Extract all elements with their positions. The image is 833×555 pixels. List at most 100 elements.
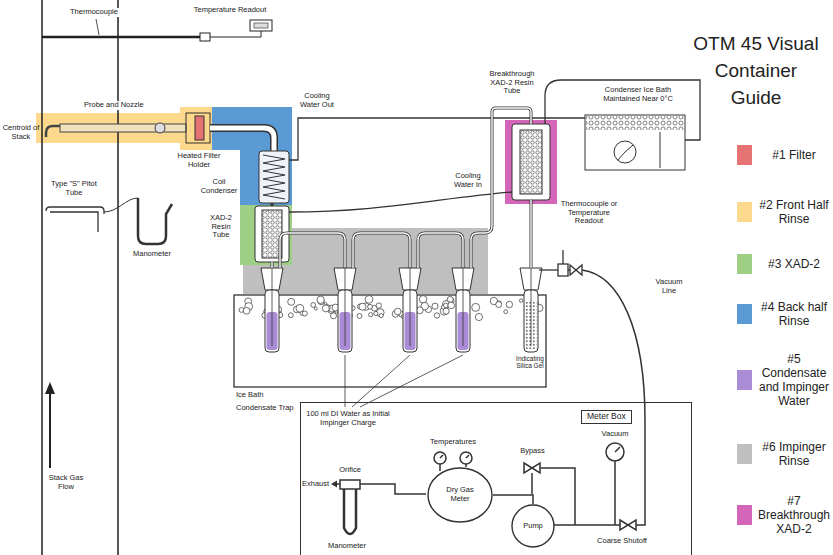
ice-bubble — [394, 308, 401, 315]
heated-filter-holder — [195, 116, 204, 140]
condenser-ice-bath — [660, 132, 661, 168]
probe-and-nozzle — [46, 123, 186, 137]
meter-box: Meter BoxDry Gas MeterPump — [300, 402, 692, 555]
ice-bubble — [359, 303, 366, 310]
ice-bubble — [379, 314, 383, 318]
glass-tube — [530, 200, 533, 268]
legend-swatch — [737, 444, 752, 464]
ice-bubble — [311, 303, 316, 308]
manometer-symbol — [104, 198, 138, 212]
impinger-stem — [531, 268, 532, 346]
ice-bubble — [506, 301, 512, 307]
ice-bubble — [419, 296, 427, 304]
legend-swatch — [737, 505, 752, 525]
flow-arrow — [45, 382, 55, 394]
stack-wall — [117, 0, 119, 555]
condenser-ice-bath — [586, 116, 684, 130]
ice-bubble — [368, 304, 373, 309]
part-label: Vacuum Line — [652, 278, 686, 295]
part-label: Type "S" Pitot Tube — [46, 180, 102, 197]
leader-line — [360, 355, 463, 407]
cooling-water-line — [289, 192, 512, 212]
part-label: Probe and Nozzle — [84, 101, 150, 110]
legend-swatch — [737, 304, 752, 324]
node-label: Dry Gas Meter — [439, 486, 481, 503]
coil-condenser — [259, 151, 289, 203]
part-label: Temperature Readout — [188, 6, 272, 15]
part-label: 100 ml DI Water as Initial Impinger Char… — [306, 410, 390, 427]
part-label: Coil Condenser — [199, 178, 239, 195]
meter-box-plumbing — [344, 489, 356, 534]
ice-bubble — [519, 299, 522, 302]
part-label: Stack Gas Flow — [44, 474, 88, 491]
part-label: Breakthrough XAD-2 Resin Tube — [486, 70, 538, 96]
breakthrough-resin-tube — [520, 130, 542, 194]
flow-arrow — [45, 382, 55, 468]
legend-label: #7 Breakthrough XAD-2 — [757, 494, 831, 536]
ice-bubble — [314, 307, 317, 310]
condenser-ice-bath — [585, 115, 685, 170]
coil-condenser — [259, 151, 289, 203]
legend-swatch — [737, 370, 752, 390]
condenser-ice-bath — [618, 145, 633, 160]
impinger-stem — [345, 268, 346, 346]
part-label: Indicating Silica Gel — [508, 355, 552, 370]
leader-line — [352, 355, 410, 407]
meter-box-plumbing — [554, 524, 620, 526]
ice-bubble — [448, 302, 455, 309]
thermocouple — [250, 20, 272, 31]
thermocouple-valve — [558, 264, 568, 276]
breakthrough-resin-tube — [512, 124, 550, 200]
glass-tube — [530, 200, 531, 268]
box-label: Meter Box — [581, 410, 632, 424]
glass-tube — [280, 233, 345, 268]
part-label: Vacuum — [600, 430, 630, 439]
thermocouple-valve — [539, 269, 558, 270]
part-label: Coarse Shutoff — [592, 537, 652, 546]
part-label: Centroid of Stack — [2, 124, 40, 141]
container-highlight — [36, 113, 188, 143]
condenser-ice-bath — [614, 141, 636, 163]
meter-box-plumbing — [524, 463, 540, 473]
manometer-symbol — [138, 198, 172, 244]
ice-bubble — [331, 313, 337, 319]
meter-box-plumbing — [615, 447, 620, 525]
ice-bubbles — [239, 296, 543, 321]
thermocouple-valve — [562, 250, 563, 264]
glass-tube — [280, 233, 345, 268]
legend-swatch — [737, 202, 752, 222]
part-label: Manometer — [126, 250, 178, 259]
glass-tube — [418, 233, 463, 268]
legend-label: #4 Back half Rinse — [757, 300, 831, 328]
ice-bubble — [369, 313, 373, 317]
probe-and-nozzle — [155, 123, 165, 133]
meter-box-plumbing — [340, 480, 360, 489]
ice-bubble — [288, 298, 295, 305]
stack-wall — [42, 0, 118, 555]
ice-bubble — [296, 304, 304, 312]
legend-label: #3 XAD-2 — [757, 257, 831, 271]
ice-bubble — [472, 303, 480, 311]
pump-symbol-outline — [512, 505, 554, 547]
container-highlight — [36, 107, 557, 294]
part-label: Bypass — [515, 447, 550, 456]
ice-bubble — [365, 296, 373, 304]
container-highlight — [240, 205, 292, 265]
thermocouple — [42, 19, 272, 41]
glass-tube — [271, 262, 274, 268]
pitot-tube — [46, 207, 104, 232]
legend-label: #5 Condensate and Impinger Water — [757, 352, 831, 408]
impinger-stem — [463, 268, 464, 346]
coil-condenser — [263, 155, 285, 199]
ice-bubble — [475, 313, 482, 320]
ice-bubble — [444, 303, 449, 308]
glass-elbow — [210, 128, 274, 152]
dry-gas-meter: Dry Gas Meter — [427, 467, 493, 523]
thermocouple — [210, 31, 261, 37]
stack-wall — [41, 0, 43, 555]
part-label: Thermocouple — [68, 8, 120, 17]
condenser-ice-bath — [585, 115, 685, 170]
